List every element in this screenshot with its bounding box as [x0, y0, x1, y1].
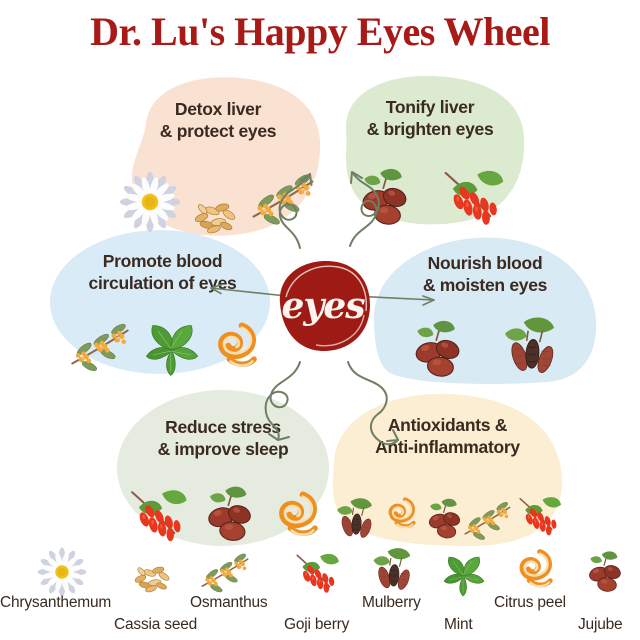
legend-label-chrysanthemum: Chrysanthemum: [0, 594, 112, 611]
legend-label-osmanthus: Osmanthus: [190, 594, 268, 611]
arrow-head-bottom-right: [386, 429, 399, 442]
legend-label-cassia-seed: Cassia seed: [114, 616, 198, 633]
legend-label-jujube: Jujube: [578, 616, 623, 633]
center-blob: [279, 261, 370, 351]
chrysanthemum-icon: [36, 546, 88, 598]
bubble-label-bottom-left: Reduce stress & improve sleep: [157, 417, 289, 460]
page-title: Dr. Lu's Happy Eyes Wheel: [90, 9, 550, 54]
bubble-top-left[interactable]: Detox liver & protect eyes: [112, 72, 324, 240]
arrow-head-bottom-left: [268, 433, 290, 441]
arrow-to-bottom-left: [264, 361, 301, 441]
arrow-head-top-left: [299, 173, 313, 186]
cassia-seed-icon: [126, 550, 178, 598]
arrow-to-bottom-right: [347, 361, 399, 446]
legend-label-mulberry: Mulberry: [362, 594, 421, 611]
arrow-to-top-right: [349, 171, 380, 247]
bubble-label-top-right: Tonify liver & brighten eyes: [366, 97, 494, 140]
mint-icon: [438, 548, 490, 598]
center-node[interactable]: eyes: [270, 253, 376, 359]
bubble-right[interactable]: Nourish blood & moisten eyes: [368, 228, 602, 386]
bubble-left[interactable]: Promote blood circulation of eyes: [50, 228, 275, 378]
bubble-label-right: Nourish blood & moisten eyes: [422, 253, 548, 296]
arrow-head-left: [210, 283, 223, 295]
legend-label-citrus-peel: Citrus peel: [494, 594, 566, 611]
goji-berry-icon: [290, 546, 344, 598]
legend-label-mint: Mint: [444, 616, 473, 633]
osmanthus-icon: [196, 544, 254, 598]
bubble-label-bottom-right: Antioxidants & Anti-inflammatory: [375, 415, 520, 458]
legend-label-goji-berry: Goji berry: [284, 616, 350, 633]
legend: Chrysanthemum Cassia seed Osmanthus Goji…: [0, 546, 640, 638]
bubble-label-top-left: Detox liver & protect eyes: [159, 99, 277, 142]
citrus-peel-icon: [510, 546, 558, 596]
arrow-head-right: [422, 295, 435, 306]
mulberry-icon: [366, 544, 420, 598]
arrow-head-top-right: [350, 171, 363, 184]
arrow-to-top-left: [278, 173, 311, 249]
bubble-label-left: Promote blood circulation of eyes: [88, 251, 237, 294]
bubble-bottom-right[interactable]: Antioxidants & Anti-inflammatory: [330, 388, 565, 550]
wheel-diagram: Detox liver & protect eyes Tonify liver …: [0, 58, 640, 548]
bubble-shape-top-right: [345, 75, 525, 225]
bubble-top-right[interactable]: Tonify liver & brighten eyes: [330, 70, 530, 238]
arrow-layer: [210, 171, 435, 446]
jujube-icon: [580, 544, 632, 598]
